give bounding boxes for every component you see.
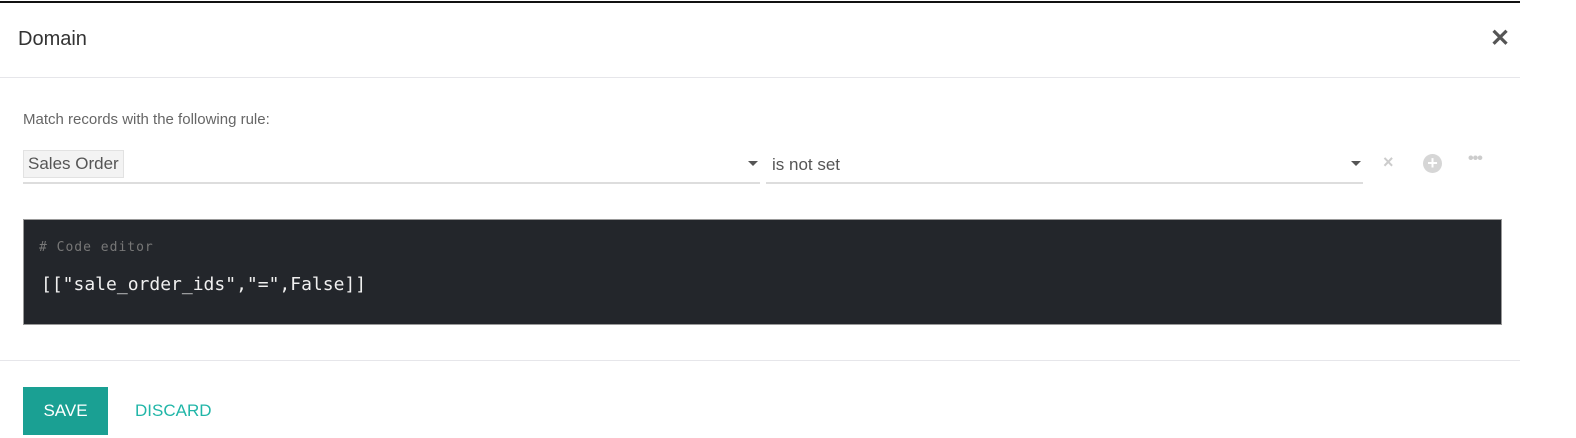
code-editor-text[interactable]: [["sale_order_ids","=",False]] (41, 274, 367, 295)
delete-rule-icon[interactable]: × (1383, 152, 1394, 172)
code-editor-comment: # Code editor (39, 240, 154, 255)
field-select[interactable]: Sales Order (23, 148, 760, 184)
chevron-down-icon (748, 161, 758, 166)
domain-dialog: Domain ✕ Match records with the followin… (0, 1, 1520, 435)
top-border (0, 1, 1520, 3)
operator-value: is not set (772, 155, 841, 174)
operator-select[interactable]: is not set (766, 148, 1363, 184)
save-button[interactable]: SAVE (23, 387, 108, 435)
rule-label: Match records with the following rule: (23, 111, 270, 128)
field-value: Sales Order (23, 150, 124, 178)
add-rule-icon[interactable]: + (1423, 154, 1442, 173)
discard-button[interactable]: DISCARD (135, 401, 212, 420)
close-icon[interactable]: ✕ (1490, 25, 1511, 52)
dialog-title: Domain (18, 28, 87, 50)
more-icon[interactable]: ••• (1468, 150, 1483, 167)
code-editor[interactable]: # Code editor [["sale_order_ids","=",Fal… (23, 219, 1502, 325)
header-divider (0, 77, 1520, 78)
chevron-down-icon (1351, 161, 1361, 166)
footer-divider (0, 360, 1520, 361)
